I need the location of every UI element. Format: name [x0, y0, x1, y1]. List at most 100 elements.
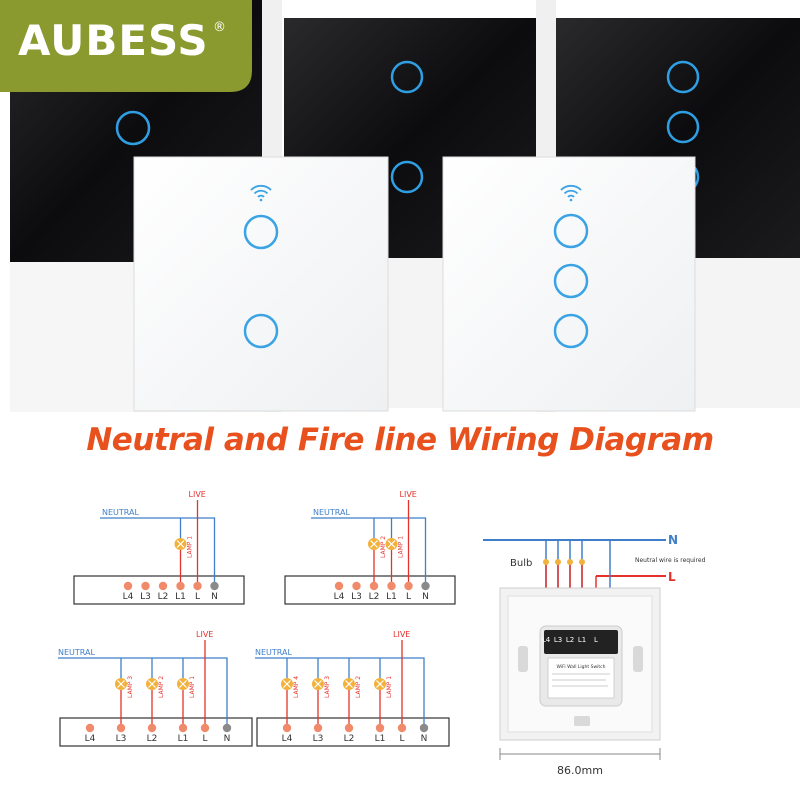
terminal-dot — [178, 723, 188, 733]
terminal-dot — [193, 581, 202, 591]
terminal-dot — [158, 581, 168, 591]
lamp-icon — [177, 678, 189, 690]
terminal-label: L3 — [116, 734, 127, 744]
terminal-label: L2 — [369, 592, 380, 602]
terminal-label: L1 — [178, 734, 189, 744]
wiring-diagram-1gang: NEUTRAL LIVE LAMP 1 L4 L3 L2 L1 L N — [72, 488, 264, 622]
back-panel-diagram: N L Bulb Neutral wire is required — [478, 530, 706, 794]
terminal-dot — [404, 581, 413, 591]
terminal-label: L2 — [344, 734, 355, 744]
terminal-dot — [210, 581, 219, 591]
neutral-label: NEUTRAL — [58, 648, 95, 657]
terminal-label: L2 — [158, 592, 169, 602]
terminal-label: L — [406, 592, 411, 602]
lamp-label: LAMP 1 — [187, 536, 194, 558]
lamp-label: LAMP 3 — [127, 676, 134, 698]
live-label: LIVE — [393, 630, 410, 639]
neutral-wire — [255, 657, 425, 728]
terminal-dot — [369, 581, 379, 591]
neutral-wire — [58, 657, 228, 728]
brand-name: AUBESS — [18, 16, 209, 65]
terminal-label: L — [399, 734, 404, 744]
lamp-label: LAMP 4 — [293, 676, 300, 698]
neutral-label: NEUTRAL — [313, 508, 350, 517]
module-title: WiFi Wall Light Switch — [557, 664, 606, 670]
terminal-label: N — [211, 592, 218, 602]
live-label: LIVE — [400, 490, 417, 499]
svg-text:L2: L2 — [566, 636, 574, 644]
terminal-dot — [313, 723, 323, 733]
lamp-label: LAMP 2 — [355, 676, 362, 698]
terminal-dot — [421, 581, 430, 591]
terminal-dot — [85, 723, 95, 733]
lamp-icon — [374, 678, 386, 690]
terminal-label: L4 — [282, 734, 293, 744]
terminal-dot — [222, 723, 232, 733]
width-label: 86.0mm — [557, 764, 603, 777]
terminal-label: N — [421, 734, 428, 744]
terminal-label: L1 — [386, 592, 397, 602]
neutral-wire — [100, 517, 216, 586]
white-switch-2gang — [133, 156, 389, 412]
terminal-label: L3 — [140, 592, 151, 602]
live-label: LIVE — [196, 630, 213, 639]
neutral-wire — [311, 517, 427, 586]
terminal-dot — [344, 723, 354, 733]
terminal-dot — [352, 581, 361, 591]
terminal-dot — [397, 723, 407, 733]
lamp-icon — [115, 678, 127, 690]
terminal-dot — [334, 581, 344, 591]
terminal-label: N — [224, 734, 231, 744]
switch-terminal-box — [256, 717, 450, 747]
terminal-dot — [123, 581, 133, 591]
neutral-note: Neutral wire is required — [635, 557, 706, 564]
svg-text:L3: L3 — [554, 636, 562, 644]
l-label: L — [668, 570, 676, 584]
terminal-label: L3 — [351, 592, 362, 602]
terminal-label: L4 — [85, 734, 96, 744]
svg-text:L4: L4 — [542, 636, 551, 644]
lamp-icon — [368, 538, 380, 550]
lamp-label: LAMP 3 — [324, 676, 331, 698]
neutral-label: NEUTRAL — [102, 508, 139, 517]
lamp-icon — [343, 678, 355, 690]
lamp-icon — [174, 538, 187, 550]
terminal-dot — [116, 723, 126, 733]
lamp-label: LAMP 1 — [189, 676, 196, 698]
terminal-dot — [419, 723, 429, 733]
back-panel-svg: N L Bulb Neutral wire is required — [483, 533, 706, 777]
terminal-dot — [375, 723, 385, 733]
terminal-label: L4 — [123, 592, 134, 602]
lamp-label: LAMP 2 — [158, 676, 165, 698]
wifi-icon — [250, 184, 272, 202]
brand-badge — [0, 0, 252, 92]
terminal-dot — [141, 581, 150, 591]
terminal-label: L1 — [175, 592, 186, 602]
lamp-icon — [312, 678, 324, 690]
bulb-label: Bulb — [510, 558, 532, 569]
terminal-dot — [176, 581, 185, 591]
terminal-label: L — [195, 592, 200, 602]
terminal-label: L2 — [147, 734, 158, 744]
lamp-label: LAMP 1 — [386, 676, 393, 698]
terminal-dot — [282, 723, 292, 733]
brand-registered-mark: ® — [213, 20, 226, 35]
panel-terminals: L4 L3 L2 L1 L — [542, 636, 598, 644]
terminal-dot — [147, 723, 157, 733]
wiring-svg: NEUTRAL LIVE LAMP 1 L4 L3 L2 L1 L N — [73, 490, 245, 605]
live-label: LIVE — [189, 490, 206, 499]
switch-terminal-box — [59, 717, 253, 747]
svg-text:L1: L1 — [578, 636, 586, 644]
wifi-icon — [560, 184, 582, 202]
terminal-label: L1 — [375, 734, 386, 744]
terminal-dot — [387, 581, 396, 591]
terminal-label: L3 — [313, 734, 324, 744]
terminal-label: N — [422, 592, 429, 602]
